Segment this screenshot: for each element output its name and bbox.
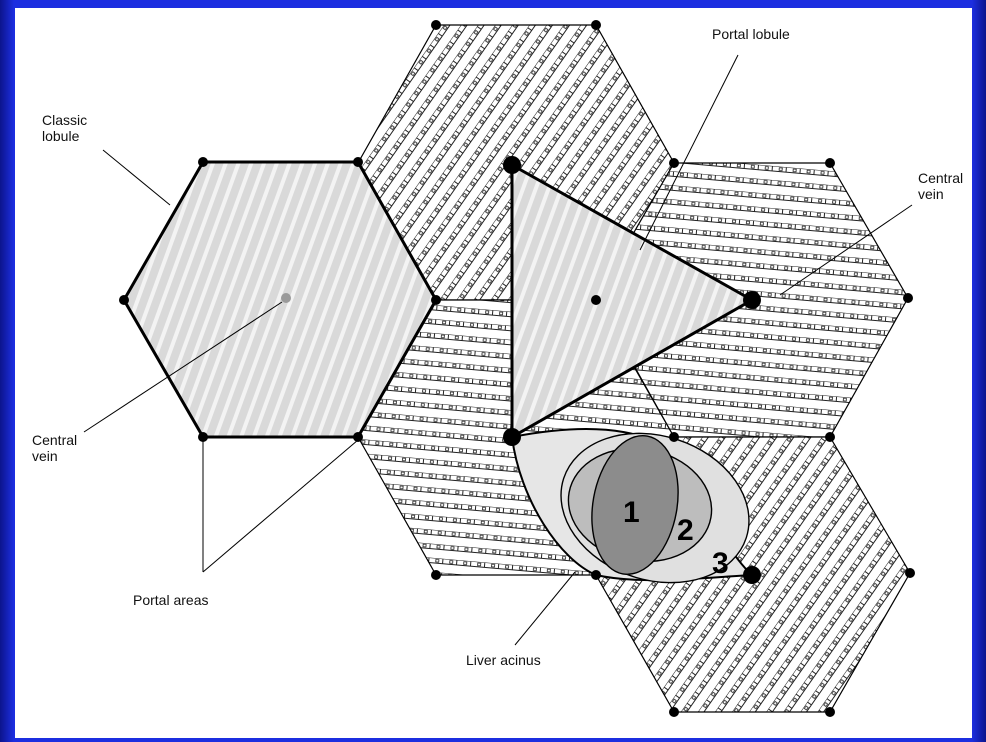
portal-lobule-label: Portal lobule <box>712 26 790 42</box>
classic-lobule-label-line2: lobule <box>42 128 80 144</box>
zone-1-label: 1 <box>623 496 640 529</box>
central-vein-right-label-line2: vein <box>918 186 944 202</box>
central-vein-right-label-line1: Central <box>918 170 963 186</box>
zone-3-label: 3 <box>712 547 729 580</box>
liver-lobule-diagram: Classic lobule Portal lobule Central vei… <box>15 8 972 738</box>
zone-2-label: 2 <box>677 514 694 547</box>
figure-panel: Classic lobule Portal lobule Central vei… <box>15 8 972 738</box>
liver-acinus-label: Liver acinus <box>466 652 541 668</box>
portal-areas-label: Portal areas <box>133 592 208 608</box>
classic-lobule-label-line1: Classic <box>42 112 87 128</box>
central-vein-left-label-line2: vein <box>32 448 58 464</box>
central-vein-left-label-line1: Central <box>32 432 77 448</box>
